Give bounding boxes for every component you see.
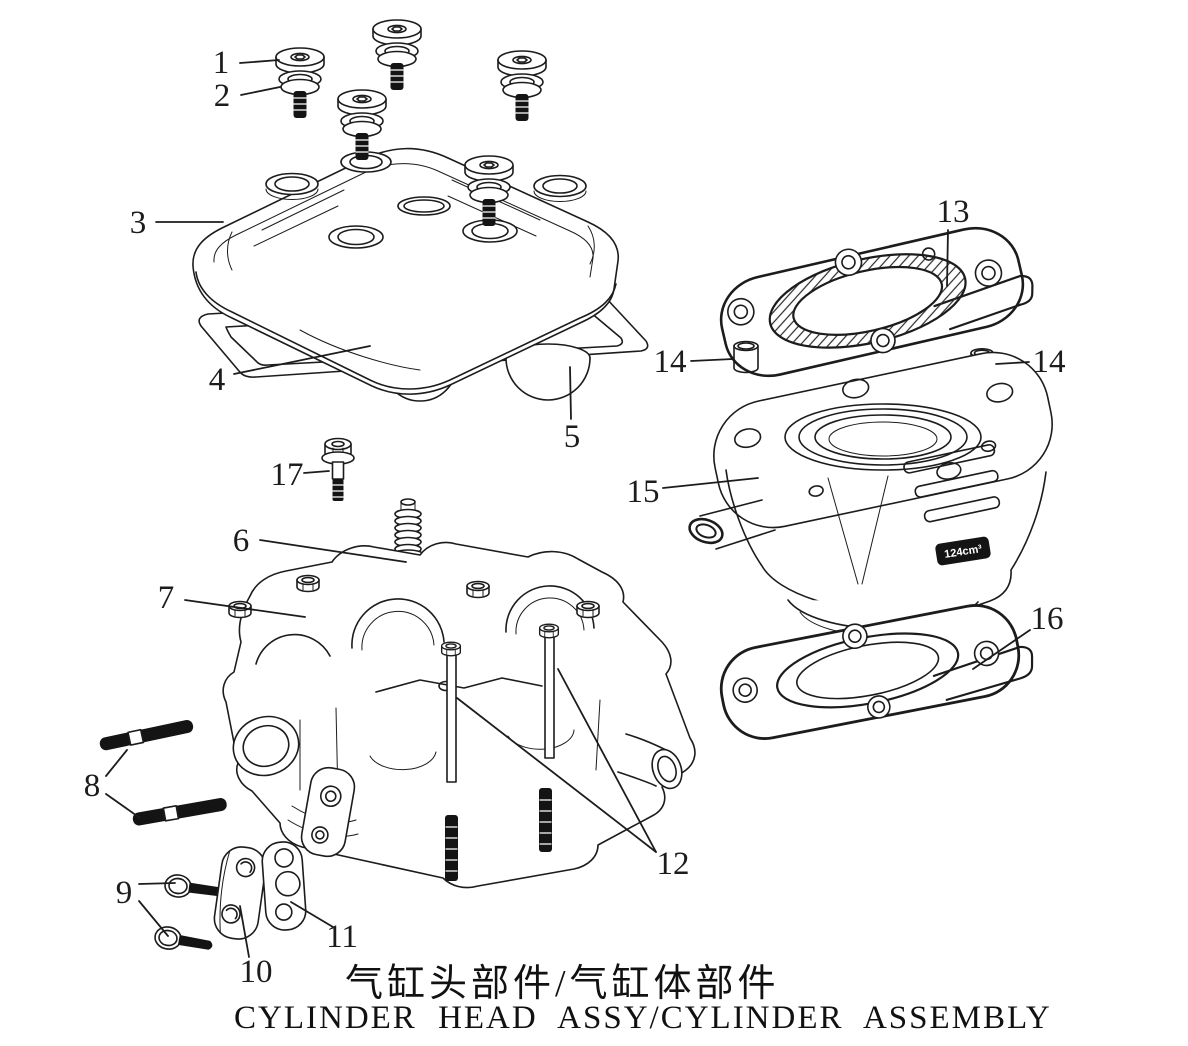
callout-leader-14 [690,358,734,362]
callout-leader-4 [233,345,371,375]
callout-leader-2 [240,86,281,96]
callout-label-14: 14 [1033,344,1066,380]
callout-leader-8 [105,793,141,819]
title-chinese: 气缸头部件/气缸体部件 [345,963,780,1005]
plate-10 [213,846,267,940]
callout-label-17: 17 [271,457,304,493]
callout-leader-15 [662,477,759,489]
callout-leader-14 [995,361,1030,365]
callout-label-8: 8 [84,768,101,804]
callout-label-9: 9 [116,875,133,911]
callout-label-6: 6 [233,523,250,559]
callout-leader-10 [239,905,250,958]
callout-label-2: 2 [214,78,231,114]
dowel-pin-left [733,340,759,374]
callout-leader-1 [239,59,280,64]
callout-leader-12 [456,697,657,853]
plate-11 [261,841,307,931]
callout-label-13: 13 [937,194,970,230]
displacement-badge-text: 124cm³ [943,543,983,561]
callout-label-1: 1 [213,45,230,81]
flange-bolt [321,437,355,501]
callout-leader-9 [138,882,176,885]
small-flange-bolts [154,874,223,950]
cylinder-head-cover [192,147,619,395]
callout-label-10: 10 [240,954,273,990]
callout-leader-12 [557,668,657,853]
stud-bolts [99,720,227,826]
head-side-lug [300,766,356,858]
callout-label-15: 15 [627,474,660,510]
callout-leader-5 [569,366,572,420]
callout-leader-6 [259,539,407,563]
callout-leader-7 [184,599,306,618]
callout-leader-13 [946,229,949,287]
callout-label-4: 4 [209,362,226,398]
callout-label-5: 5 [564,419,581,455]
callout-label-12: 12 [657,846,690,882]
callout-leader-8 [105,749,128,777]
displacement-badge: 124cm³ [935,536,991,566]
callout-label-3: 3 [130,205,147,241]
callout-label-14: 14 [654,344,687,380]
callout-leader-16 [972,629,1031,670]
title-english: CYLINDER HEAD ASSY/CYLINDER ASSEMBLY [234,1000,1052,1036]
head-studs [445,788,552,881]
base-gasket [719,604,1034,740]
callout-leader-9 [138,900,169,937]
callout-leader-17 [303,470,330,474]
cylinder-block: 124cm³ [688,351,1053,637]
callout-label-16: 16 [1031,601,1064,637]
callout-label-11: 11 [326,919,358,955]
callout-label-7: 7 [158,580,175,616]
callout-leader-11 [290,901,334,928]
